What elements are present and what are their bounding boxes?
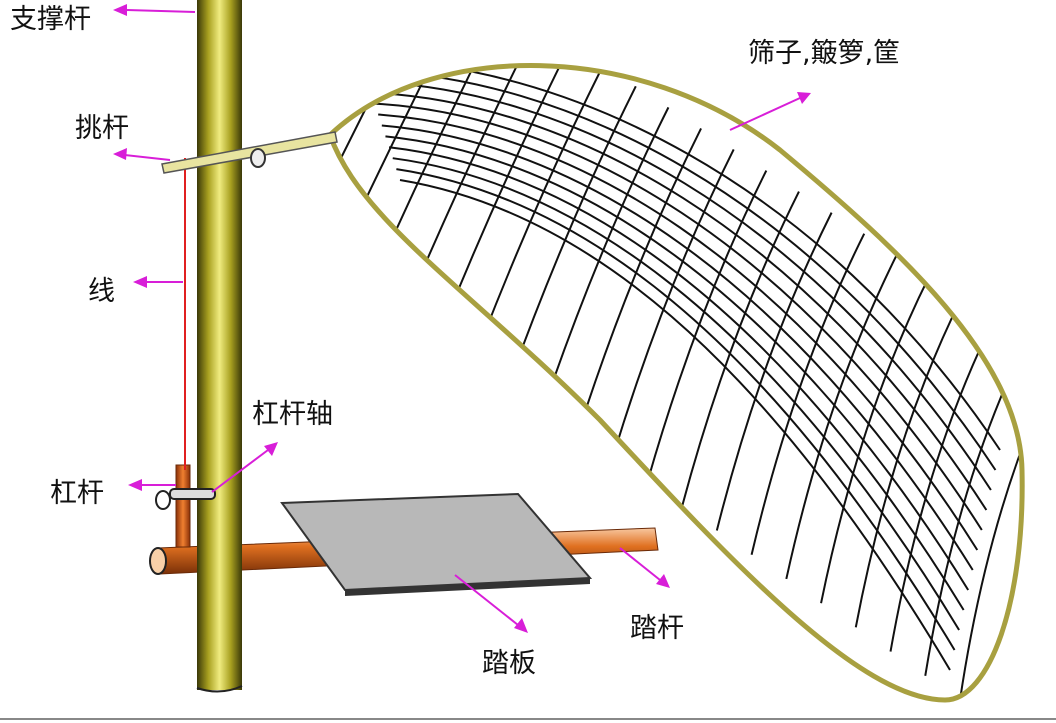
label-pick-rod: 挑杆 <box>75 113 129 144</box>
mesh-line <box>363 69 997 471</box>
pick-rod <box>161 131 338 174</box>
lever-axis-pin <box>155 488 216 510</box>
label-pedal-rod: 踏杆 <box>630 613 684 644</box>
mesh-line <box>507 85 637 386</box>
label-lever-axis: 杠杆轴 <box>252 399 333 430</box>
mesh-line <box>820 275 931 604</box>
mesh-line <box>576 127 702 434</box>
mesh-line <box>374 102 983 531</box>
mesh-line <box>611 149 735 459</box>
mesh-line <box>542 106 670 410</box>
mesh-line <box>715 212 833 531</box>
mesh-line <box>750 233 866 555</box>
annotation-arrows <box>113 4 811 633</box>
pedal-board <box>280 492 593 596</box>
mesh-line <box>785 254 898 580</box>
mesh-line <box>378 113 979 551</box>
mesh-line <box>681 191 800 507</box>
mesh-line <box>381 124 974 571</box>
label-lever: 杠杆 <box>50 478 104 509</box>
lever <box>175 464 191 548</box>
mesh-line <box>385 135 970 591</box>
mesh-line <box>399 179 951 671</box>
label-string: 线 <box>88 276 115 307</box>
mesh-line <box>396 168 956 651</box>
mesh-line <box>854 296 963 628</box>
mesh-line <box>367 80 992 491</box>
mesh-line <box>392 157 960 631</box>
label-support-pole: 支撑杆 <box>10 4 91 35</box>
mesh-line <box>889 317 996 652</box>
label-basket: 筛子,簸箩,筐 <box>748 38 900 69</box>
support-pole <box>197 0 242 690</box>
mesh-line <box>646 170 768 483</box>
mesh-line <box>370 91 988 511</box>
mesh-line <box>959 359 1023 700</box>
basket <box>327 63 1025 703</box>
label-pedal-board: 踏板 <box>482 648 536 679</box>
